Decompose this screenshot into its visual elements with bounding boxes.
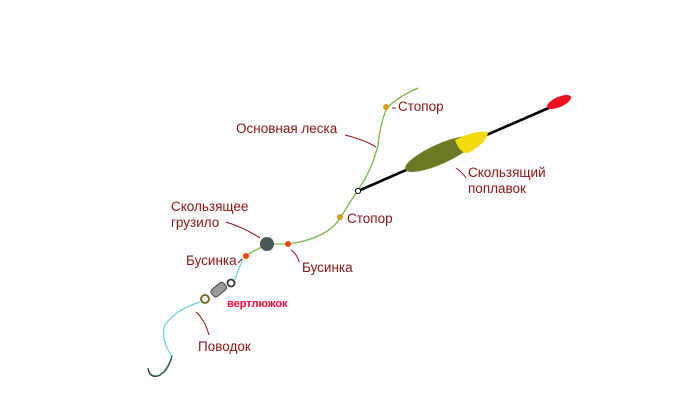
label-float-line2: поплавок bbox=[468, 181, 526, 196]
label-main-line: Основная леска bbox=[236, 121, 338, 136]
float-top bbox=[455, 131, 488, 154]
label-float-line1: Скользящий bbox=[468, 165, 546, 180]
label-bead-left: Бусинка bbox=[186, 253, 237, 268]
bead-right-icon bbox=[285, 241, 291, 247]
swivel-icon bbox=[200, 278, 236, 304]
stopper-top-icon bbox=[383, 104, 389, 110]
label-stopper-top: Стопор bbox=[398, 99, 444, 114]
sinker-icon bbox=[260, 237, 274, 251]
ring-icon bbox=[354, 187, 362, 195]
pointer-lines bbox=[195, 107, 467, 336]
main-line bbox=[244, 87, 419, 257]
label-bead-right: Бусинка bbox=[302, 260, 353, 275]
label-stopper-bottom: Стопор bbox=[347, 211, 393, 226]
leader-line bbox=[234, 258, 244, 281]
label-leader: Поводок bbox=[198, 339, 251, 354]
label-swivel: вертлюжок bbox=[227, 298, 288, 310]
label-sinker-line1: Скользящее bbox=[171, 199, 248, 214]
stopper-bottom-icon bbox=[337, 214, 343, 220]
bead-left-icon bbox=[243, 253, 249, 259]
leader-line-lower bbox=[147, 301, 201, 377]
float-tip bbox=[546, 95, 572, 109]
hook-icon bbox=[147, 355, 173, 377]
label-sinker-line2: грузило bbox=[171, 215, 219, 230]
